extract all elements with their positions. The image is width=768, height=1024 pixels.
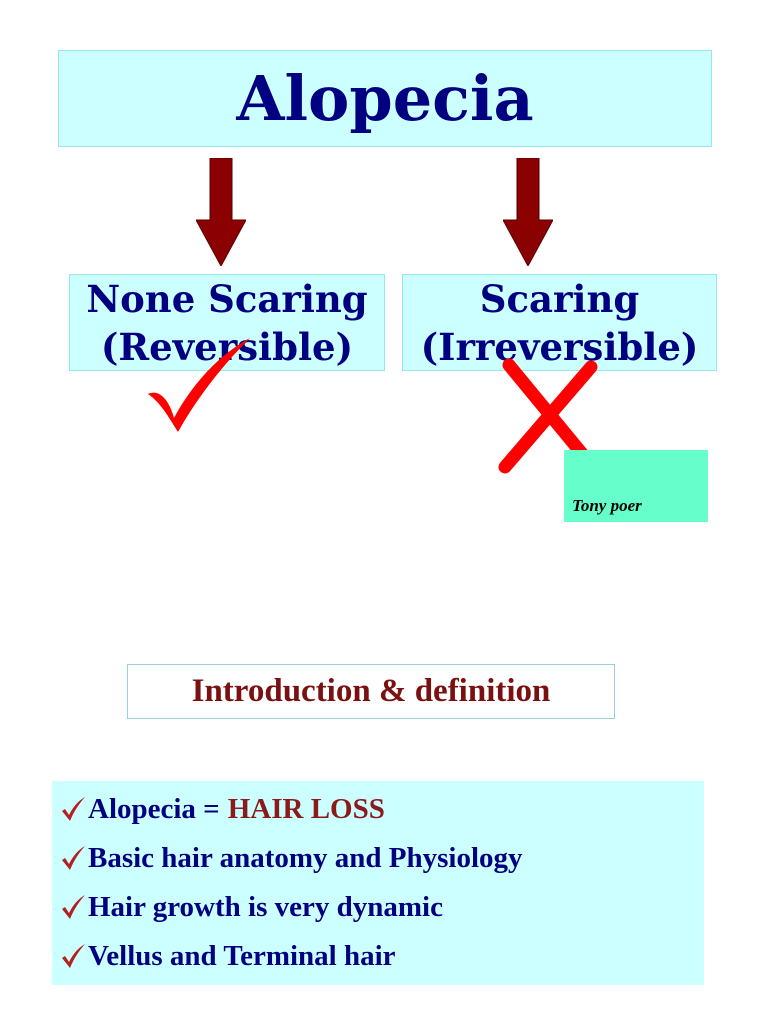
scarring-box: Scaring (Irreversible): [402, 274, 717, 371]
section-title: Introduction & definition: [191, 673, 551, 709]
check-bullet-icon: [62, 796, 85, 821]
bullet-highlight: HAIR LOSS: [227, 793, 385, 825]
author-label-box: Tony poer: [564, 450, 708, 522]
down-arrow-right: [503, 158, 553, 266]
non-scarring-title: None Scaring: [86, 276, 368, 321]
scarring-subtitle: (Irreversible): [420, 324, 699, 369]
bullet-item: Basic hair anatomy and Physiology: [60, 834, 704, 883]
bullet-text: Basic hair anatomy and Physiology: [88, 842, 523, 874]
bullet-item: Hair growth is very dynamic: [60, 883, 704, 932]
down-arrow-left: [196, 158, 246, 266]
bullet-item: Alopecia = HAIR LOSS: [60, 785, 704, 834]
section-title-box: Introduction & definition: [127, 664, 615, 719]
author-name: Tony poer: [572, 496, 642, 515]
check-mark-icon: [148, 338, 250, 432]
title-text: Alopecia: [236, 62, 534, 135]
bullet-text: Hair growth is very dynamic: [88, 891, 443, 923]
check-bullet-icon: [62, 894, 85, 919]
bullet-item: Vellus and Terminal hair: [60, 932, 704, 981]
scarring-title: Scaring: [479, 276, 640, 321]
check-bullet-icon: [62, 943, 85, 968]
bullet-list: Alopecia = HAIR LOSS Basic hair anatomy …: [52, 781, 704, 985]
bullet-text: Vellus and Terminal hair: [88, 940, 396, 972]
bullet-text: Alopecia =: [88, 793, 220, 825]
title-box: Alopecia: [58, 50, 712, 147]
check-bullet-icon: [62, 845, 85, 870]
non-scarring-box: None Scaring (Reversible): [69, 274, 385, 371]
